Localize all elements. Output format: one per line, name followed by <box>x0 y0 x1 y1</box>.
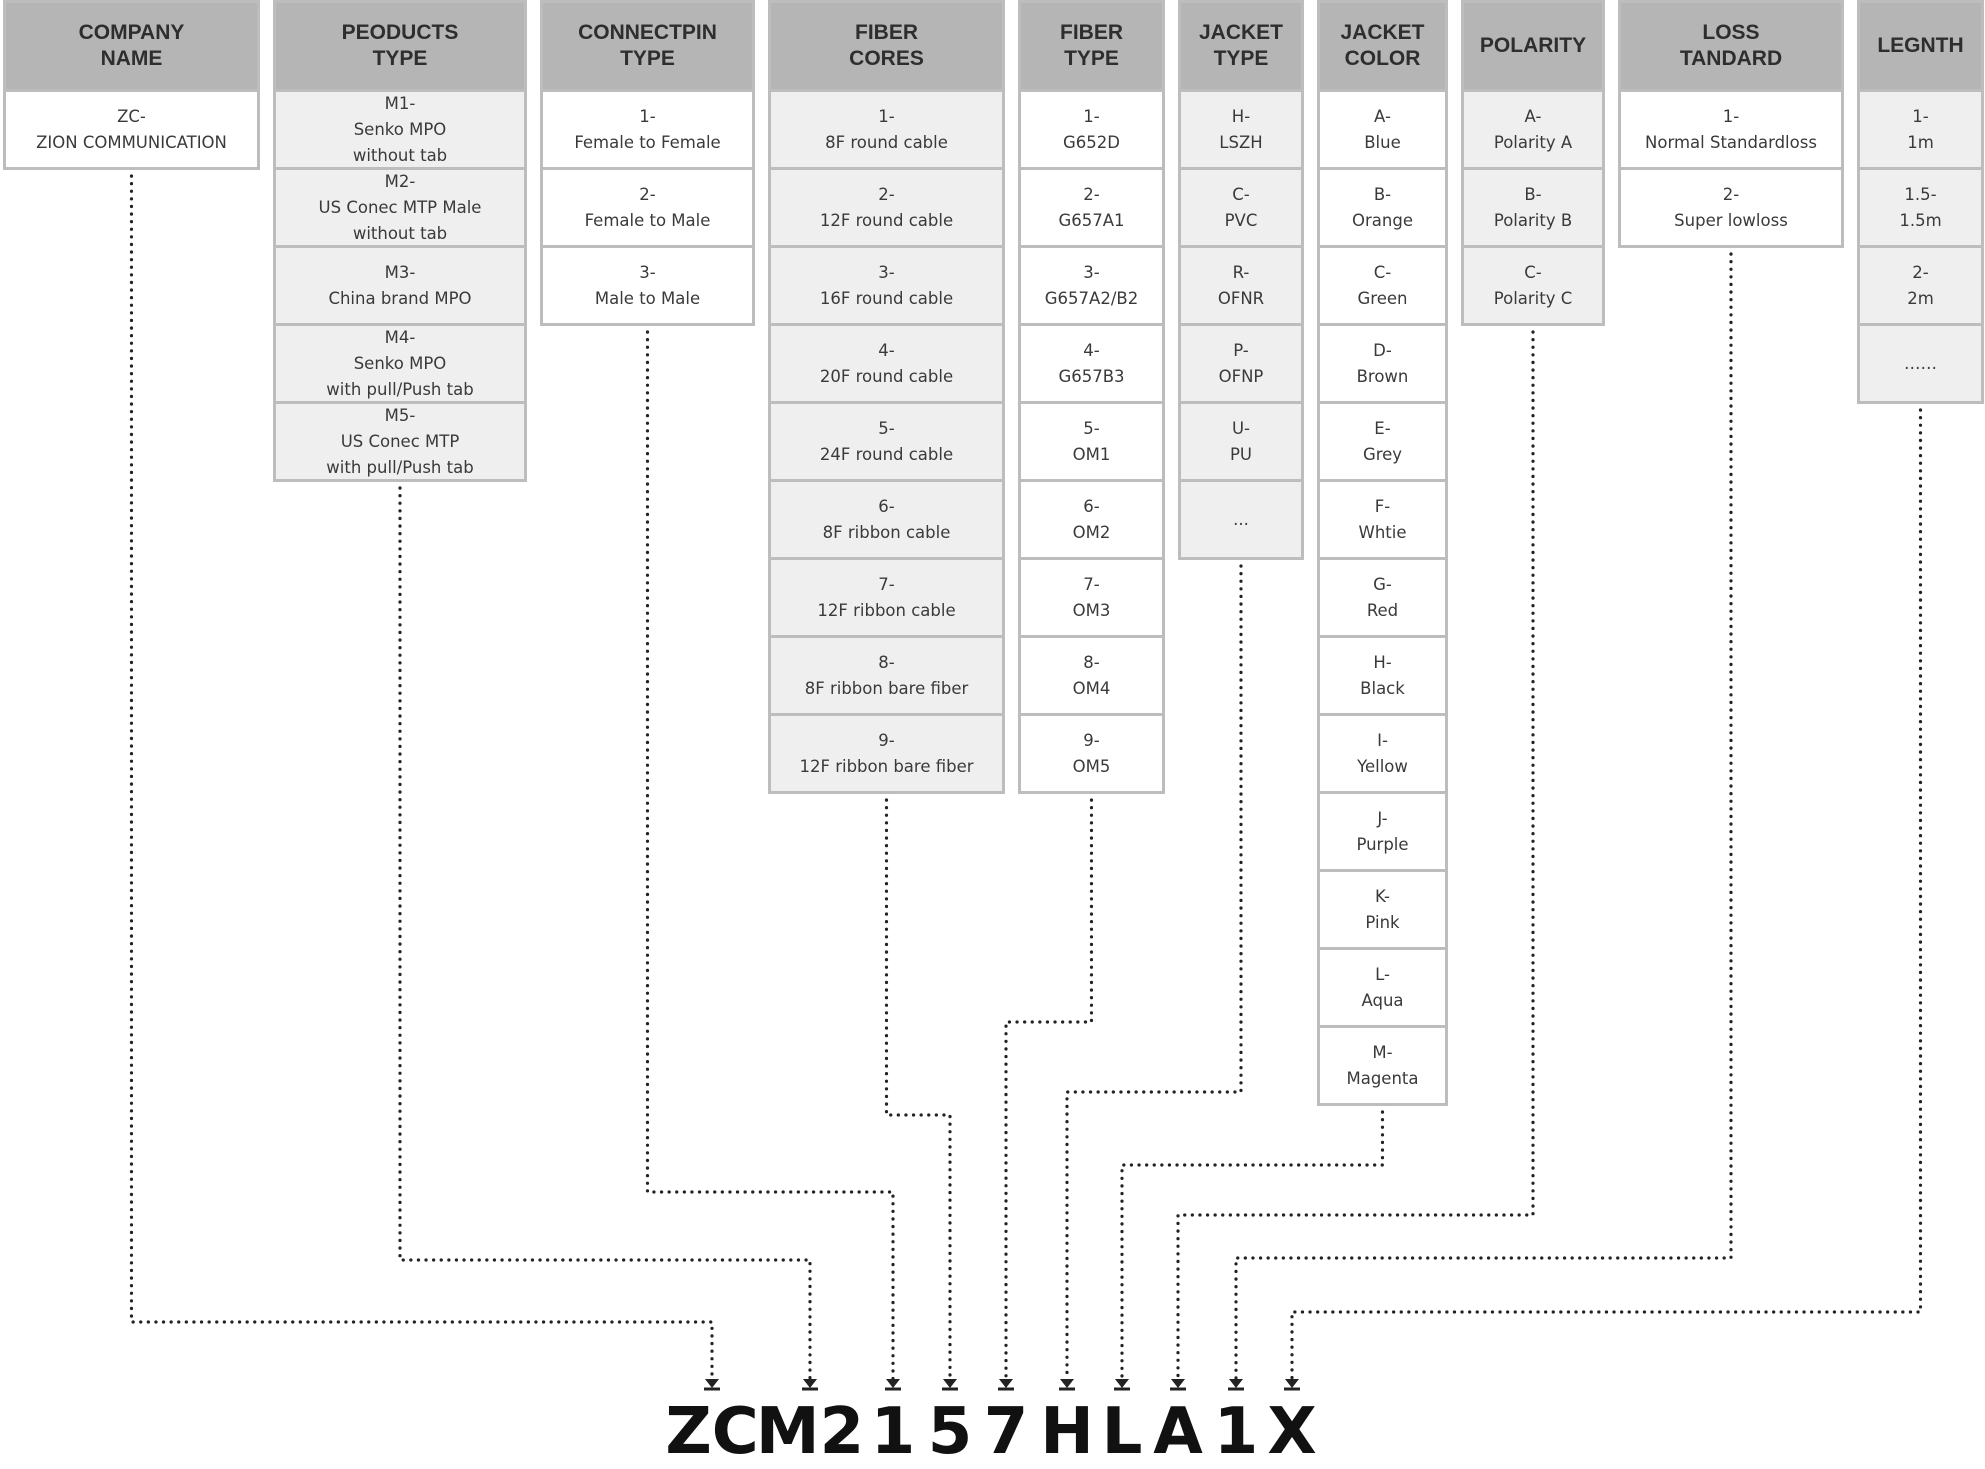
option-cell: 9- OM5 <box>1018 713 1165 794</box>
connector-line <box>1065 564 1243 1382</box>
column-header-loss-tandard: LOSS TANDARD <box>1618 0 1844 92</box>
column-header-connectpin-type: CONNECTPIN TYPE <box>540 0 755 92</box>
column-header-peoducts-type: PEODUCTS TYPE <box>273 0 527 92</box>
option-cell: R- OFNR <box>1178 245 1304 326</box>
option-cell: ... <box>1178 479 1304 560</box>
option-cell: M5- US Conec MTP with pull/Push tab <box>273 401 527 482</box>
arrowhead-icon <box>886 1379 900 1388</box>
connector-line <box>1176 330 1535 1382</box>
column-header-fiber-type: FIBER TYPE <box>1018 0 1165 92</box>
option-cell: E- Grey <box>1317 401 1448 482</box>
arrowhead-icon <box>1171 1379 1185 1388</box>
option-cell: 2- 12F round cable <box>768 167 1005 248</box>
connector-line <box>645 330 895 1382</box>
arrowhead-icon <box>943 1379 957 1388</box>
connector-line <box>1120 1110 1385 1382</box>
connector-line <box>1234 252 1733 1382</box>
option-cell: B- Orange <box>1317 167 1448 248</box>
code-segment: H <box>1040 1395 1094 1469</box>
column-header-legnth: LEGNTH <box>1857 0 1984 92</box>
option-cell: M3- China brand MPO <box>273 245 527 326</box>
arrowhead-icon <box>1285 1379 1299 1388</box>
option-cell: C- PVC <box>1178 167 1304 248</box>
arrowhead-icon <box>803 1379 817 1388</box>
option-cell: A- Blue <box>1317 89 1448 170</box>
option-cell: 3- Male to Male <box>540 245 755 326</box>
arrowhead-icon <box>999 1379 1013 1388</box>
option-cell: ZC- ZION COMMUNICATION <box>3 89 260 170</box>
option-cell: 4- 20F round cable <box>768 323 1005 404</box>
option-cell: 7- 12F ribbon cable <box>768 557 1005 638</box>
option-cell: 9- 12F ribbon bare fiber <box>768 713 1005 794</box>
connector-line <box>129 174 714 1382</box>
option-cell: …… <box>1857 323 1984 404</box>
option-cell: 1- 8F round cable <box>768 89 1005 170</box>
option-cell: A- Polarity A <box>1461 89 1605 170</box>
code-segment: X <box>1267 1395 1317 1469</box>
connector-line <box>1004 798 1094 1382</box>
option-cell: 2- Female to Male <box>540 167 755 248</box>
arrowhead-icon <box>705 1379 719 1388</box>
option-cell: 6- OM2 <box>1018 479 1165 560</box>
code-segment: 7 <box>983 1395 1029 1469</box>
column-header-company-name: COMPANY NAME <box>3 0 260 92</box>
option-cell: 3- 16F round cable <box>768 245 1005 326</box>
code-segment: ZC <box>665 1395 759 1469</box>
option-cell: 8- 8F ribbon bare fiber <box>768 635 1005 716</box>
option-cell: 2- 2m <box>1857 245 1984 326</box>
arrowhead-icon <box>1060 1379 1074 1388</box>
option-cell: U- PU <box>1178 401 1304 482</box>
code-segment: 1 <box>1213 1395 1259 1469</box>
option-cell: L- Aqua <box>1317 947 1448 1028</box>
connector-line <box>884 798 952 1382</box>
code-segment: 1 <box>870 1395 916 1469</box>
arrowhead-icon <box>1229 1379 1243 1388</box>
option-cell: P- OFNP <box>1178 323 1304 404</box>
option-cell: K- Pink <box>1317 869 1448 950</box>
column-header-fiber-cores: FIBER CORES <box>768 0 1005 92</box>
connector-line <box>398 486 812 1382</box>
option-cell: M- Magenta <box>1317 1025 1448 1106</box>
arrowhead-icon <box>1115 1379 1129 1388</box>
option-cell: F- Whtie <box>1317 479 1448 560</box>
code-segment: L <box>1101 1395 1143 1469</box>
option-cell: C- Green <box>1317 245 1448 326</box>
option-cell: 1- 1m <box>1857 89 1984 170</box>
option-cell: 7- OM3 <box>1018 557 1165 638</box>
option-cell: 2- Super lowloss <box>1618 167 1844 248</box>
code-segment: M2 <box>755 1395 865 1469</box>
option-cell: C- Polarity C <box>1461 245 1605 326</box>
option-cell: 1- G652D <box>1018 89 1165 170</box>
code-segment: A <box>1153 1395 1203 1469</box>
connector-line <box>1290 408 1923 1382</box>
option-cell: M1- Senko MPO without tab <box>273 89 527 170</box>
code-segment: 5 <box>927 1395 973 1469</box>
